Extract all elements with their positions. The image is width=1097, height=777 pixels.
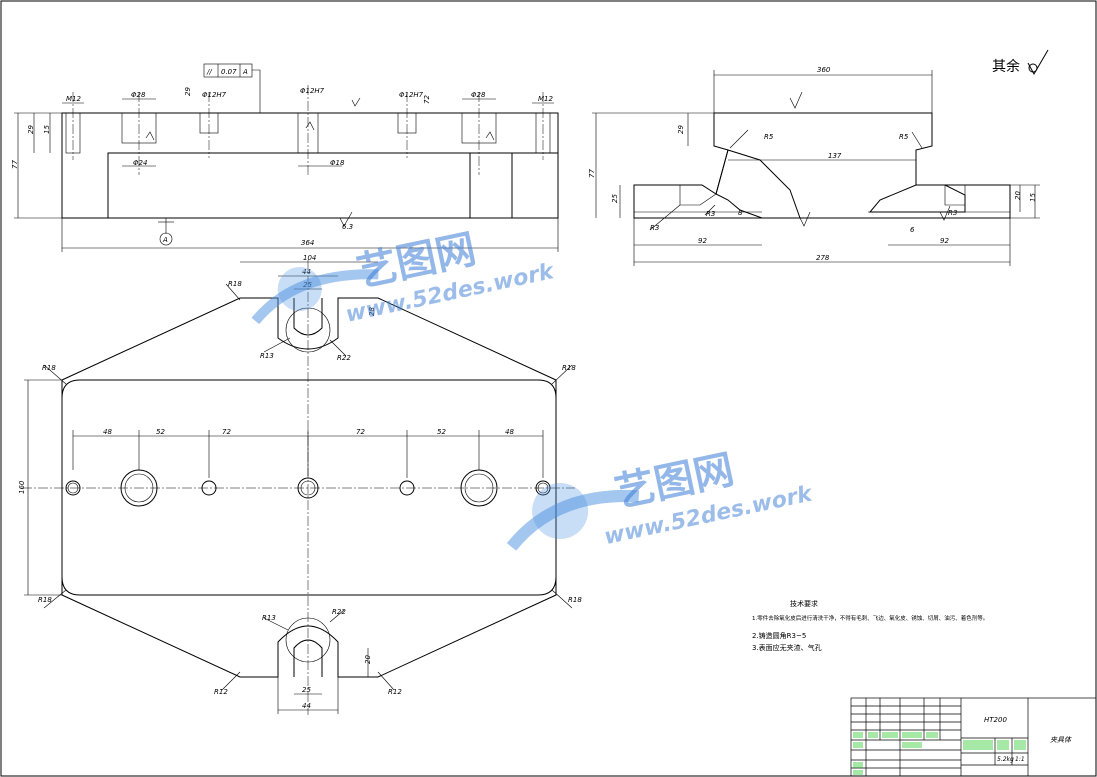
watermark-center: 艺图网 www.52des.work <box>506 447 816 551</box>
svg-text:25: 25 <box>302 686 311 694</box>
plan-view: 104 44 25 28 R13 R22 R18 R18 R18 R18 R18… <box>18 254 582 715</box>
svg-text:72: 72 <box>222 428 231 436</box>
svg-text:72: 72 <box>356 428 365 436</box>
svg-text:52: 52 <box>156 428 165 436</box>
note-item: 2.铸造圆角R3~5 <box>752 631 806 640</box>
svg-text:48: 48 <box>103 428 112 436</box>
svg-text:360: 360 <box>817 66 831 74</box>
surface-roughness-note: 其余 <box>992 49 1049 76</box>
roughness-symbol-icon <box>1027 49 1049 76</box>
svg-text:160: 160 <box>18 480 26 494</box>
watermark-top: 艺图网 www.52des.work <box>251 226 557 328</box>
surface-note-text: 其余 <box>992 58 1020 75</box>
svg-text:0.07: 0.07 <box>221 68 237 76</box>
svg-text:77: 77 <box>588 169 596 178</box>
svg-text:Φ12H7: Φ12H7 <box>300 87 325 95</box>
svg-text:15: 15 <box>43 125 51 134</box>
svg-text:Φ12H7: Φ12H7 <box>202 91 227 99</box>
svg-text:20: 20 <box>364 655 372 664</box>
weight-field: 5.2kg <box>997 756 1014 763</box>
front-section-view: // 0.07 A M12 Φ28 Φ12H7 Φ12H7 Φ12H7 Φ28 … <box>11 63 559 252</box>
svg-text:15: 15 <box>1029 193 1037 202</box>
svg-text:364: 364 <box>301 239 314 247</box>
watermark-logo-icon <box>251 267 379 325</box>
watermark-logo-icon <box>506 483 640 551</box>
svg-text:20: 20 <box>1014 191 1022 200</box>
svg-text:Φ24: Φ24 <box>133 159 147 167</box>
svg-text:R18: R18 <box>228 280 242 288</box>
side-section-view: 360 29 R5 R5 137 77 25 R3 R3 8 6 R3 92 9… <box>588 66 1040 266</box>
svg-text:44: 44 <box>302 268 311 276</box>
svg-text:137: 137 <box>828 152 842 160</box>
svg-text:92: 92 <box>940 237 949 245</box>
svg-text:Φ12H7: Φ12H7 <box>399 91 424 99</box>
svg-text:R18: R18 <box>38 596 52 604</box>
scale-field: 1:1 <box>1015 756 1025 763</box>
notes-title: 技术要求 <box>790 599 818 608</box>
svg-text:Φ28: Φ28 <box>471 91 486 99</box>
svg-text:R18: R18 <box>568 596 582 604</box>
technical-notes: 技术要求 1.零件去除氧化皮后进行清洗干净，不得有毛刺、飞边、氧化皮、锈蚀、切屑… <box>752 599 988 652</box>
svg-text:M12: M12 <box>538 95 553 103</box>
svg-text:29: 29 <box>27 125 35 134</box>
svg-text:278: 278 <box>816 254 830 262</box>
svg-text:R18: R18 <box>562 364 576 372</box>
svg-text:R3: R3 <box>706 210 715 218</box>
svg-text:29: 29 <box>677 125 685 134</box>
svg-text:25: 25 <box>611 194 619 203</box>
svg-text:R12: R12 <box>388 688 402 696</box>
svg-text:A: A <box>162 236 168 244</box>
svg-text:R12: R12 <box>214 688 228 696</box>
svg-text:6: 6 <box>910 226 915 234</box>
note-item: 1.零件去除氧化皮后进行清洗干净，不得有毛刺、飞边、氧化皮、锈蚀、切屑、油污、着… <box>752 614 988 622</box>
svg-text:77: 77 <box>11 160 19 169</box>
svg-text:M12: M12 <box>66 95 81 103</box>
svg-text:R3: R3 <box>948 209 957 217</box>
note-item: 3.表面应无夹渣、气孔 <box>752 643 822 652</box>
svg-text:104: 104 <box>303 254 316 262</box>
svg-text:R22: R22 <box>337 354 351 362</box>
part-name-field: 夹具体 <box>1050 736 1072 744</box>
svg-text:28: 28 <box>368 307 376 316</box>
svg-text:44: 44 <box>302 702 311 710</box>
svg-text:R22: R22 <box>332 608 346 616</box>
title-block: HT200 夹具体 5.2kg 1:1 <box>850 697 1097 777</box>
svg-text:29: 29 <box>184 87 192 96</box>
svg-text:72: 72 <box>423 95 431 104</box>
svg-text:R13: R13 <box>262 614 276 622</box>
svg-text:52: 52 <box>437 428 446 436</box>
material-field: HT200 <box>984 716 1007 724</box>
svg-text:A: A <box>242 68 248 76</box>
svg-text:92: 92 <box>698 237 707 245</box>
svg-text:48: 48 <box>505 428 514 436</box>
svg-text:R13: R13 <box>260 352 274 360</box>
svg-text:R3: R3 <box>650 224 659 232</box>
svg-text:R5: R5 <box>899 133 909 141</box>
svg-text:R5: R5 <box>764 133 774 141</box>
svg-text://: // <box>206 68 212 76</box>
svg-text:8: 8 <box>738 209 743 217</box>
svg-text:Φ28: Φ28 <box>131 91 146 99</box>
svg-text:R18: R18 <box>42 364 56 372</box>
svg-text:Φ18: Φ18 <box>330 159 345 167</box>
svg-text:6.3: 6.3 <box>342 223 353 231</box>
